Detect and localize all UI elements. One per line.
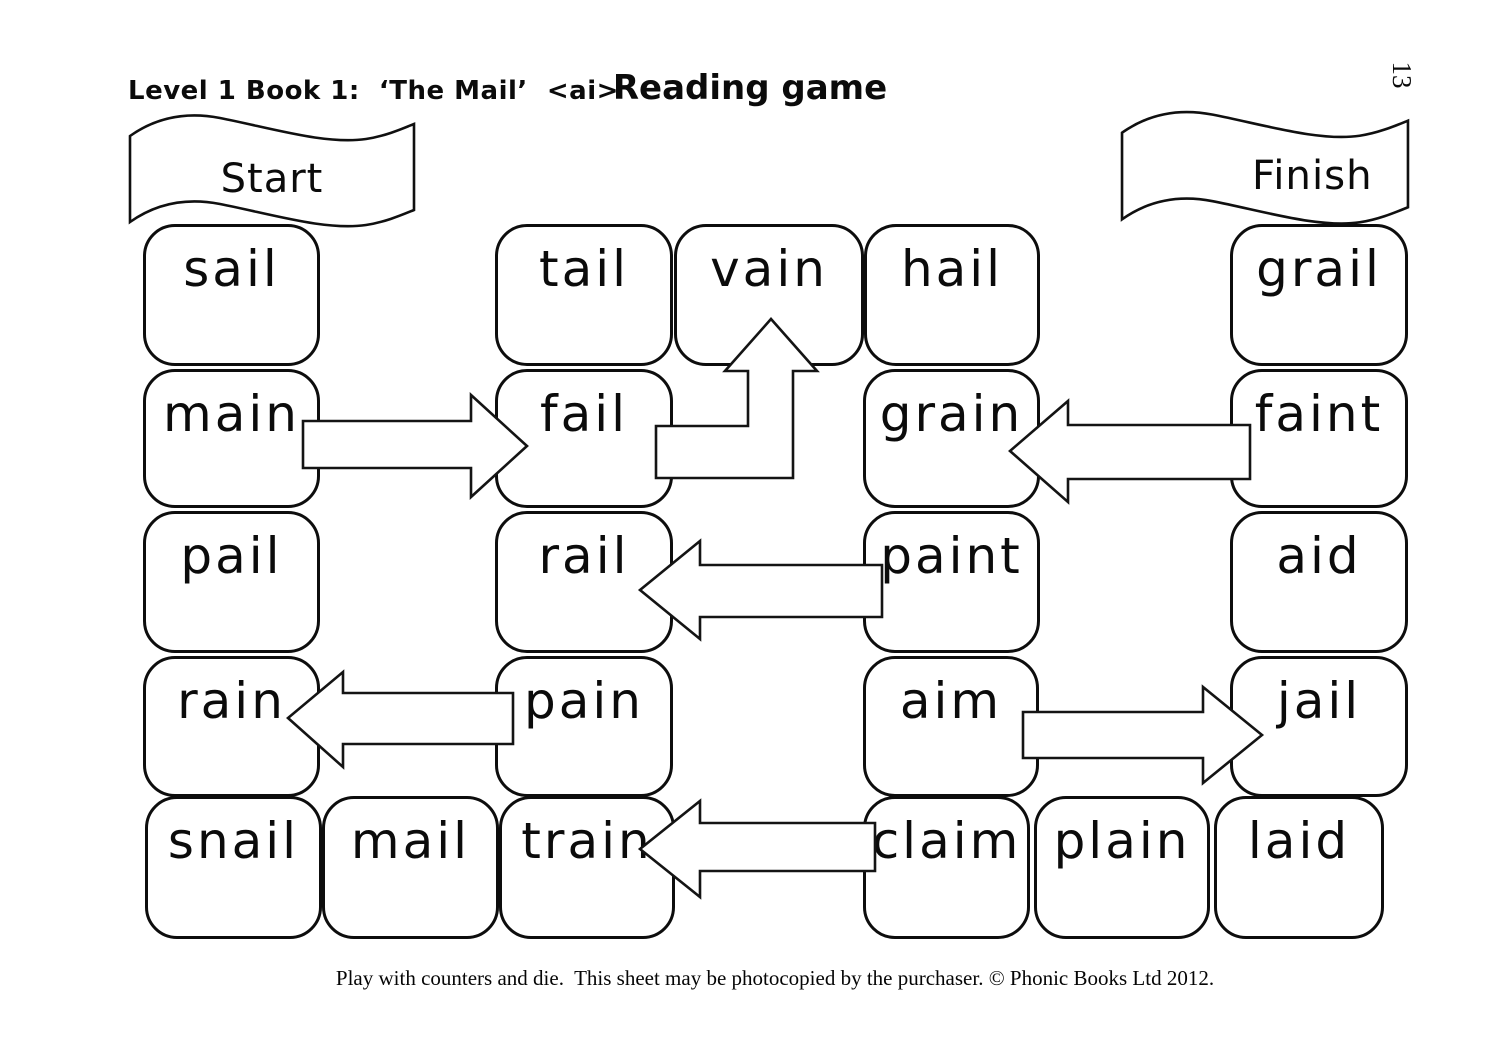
tile-word: laid xyxy=(1247,812,1351,870)
tile-word: tail xyxy=(538,240,630,298)
tile-rain: rain xyxy=(143,656,320,797)
tile-word: mail xyxy=(350,812,471,870)
tile-rail: rail xyxy=(495,511,673,653)
tile-grail: grail xyxy=(1230,224,1408,366)
start-banner: Start xyxy=(128,114,416,228)
tile-jail: jail xyxy=(1230,656,1408,797)
tile-word: sail xyxy=(183,240,280,298)
tile-word: rail xyxy=(538,527,630,585)
tile-word: claim xyxy=(871,812,1022,870)
tile-fail: fail xyxy=(495,369,673,508)
tile-aim: aim xyxy=(863,656,1039,797)
tile-faint: faint xyxy=(1230,369,1408,508)
tile-hail: hail xyxy=(864,224,1040,366)
finish-banner-ribbon xyxy=(1120,110,1410,225)
start-banner-ribbon xyxy=(128,114,416,228)
tile-word: aim xyxy=(899,672,1003,730)
tile-grain: grain xyxy=(863,369,1040,508)
tile-word: train xyxy=(521,812,653,870)
tile-train: train xyxy=(499,796,675,939)
tile-word: pail xyxy=(180,527,283,585)
tile-word: grain xyxy=(879,385,1024,443)
tile-paint: paint xyxy=(863,511,1040,653)
tile-laid: laid xyxy=(1214,796,1384,939)
tile-plain: plain xyxy=(1034,796,1210,939)
tile-main: main xyxy=(143,369,320,508)
tile-pain: pain xyxy=(495,656,673,797)
page-title: Reading game xyxy=(612,68,888,108)
tile-pail: pail xyxy=(143,511,320,653)
tile-word: vain xyxy=(710,240,828,298)
tile-word: faint xyxy=(1254,385,1384,443)
finish-banner-label: Finish xyxy=(1252,153,1373,199)
tile-mail: mail xyxy=(322,796,499,939)
tile-vain: vain xyxy=(674,224,864,366)
book-label: Level 1 Book 1: ‘The Mail’ <ai> xyxy=(128,76,619,106)
tile-tail: tail xyxy=(495,224,673,366)
tile-claim: claim xyxy=(863,796,1030,939)
tile-word: jail xyxy=(1276,672,1362,730)
tile-word: aid xyxy=(1276,527,1362,585)
tile-aid: aid xyxy=(1230,511,1408,653)
tile-word: plain xyxy=(1053,812,1191,870)
footer-note: Play with counters and die. This sheet m… xyxy=(335,966,1215,990)
start-banner-label: Start xyxy=(221,156,324,202)
tile-word: hail xyxy=(900,240,1004,298)
tile-sail: sail xyxy=(143,224,320,366)
tile-word: rain xyxy=(177,672,286,730)
tile-word: paint xyxy=(880,527,1023,585)
tile-snail: snail xyxy=(145,796,322,939)
tile-word: snail xyxy=(167,812,300,870)
finish-banner: Finish xyxy=(1120,110,1410,225)
tile-word: main xyxy=(163,385,300,443)
tile-word: fail xyxy=(539,385,629,443)
tile-word: pain xyxy=(524,672,644,730)
tile-word: grail xyxy=(1256,240,1382,298)
